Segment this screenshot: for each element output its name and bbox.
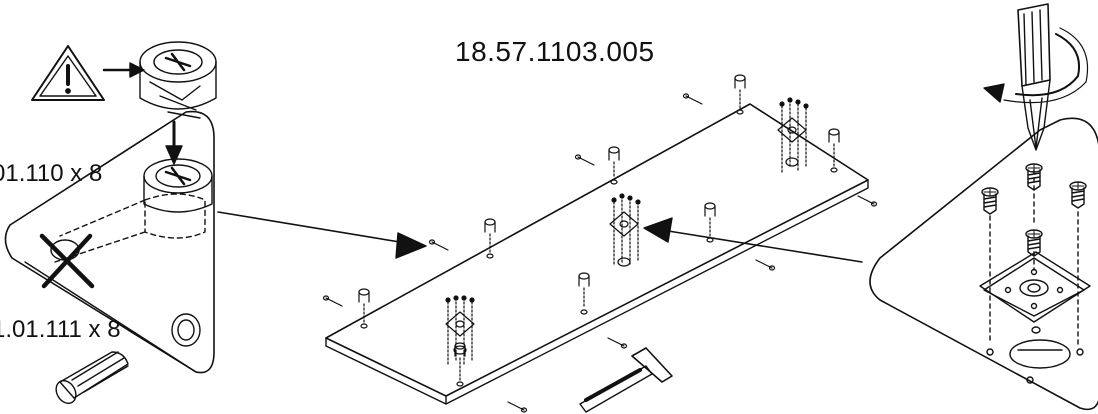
- cam-lock-installed: [144, 159, 212, 212]
- board-hanger-plates: [446, 98, 808, 364]
- left-detail-bubble: [5, 112, 214, 373]
- board-cam-locks: [359, 75, 839, 386]
- part-code-label: 18.57.1103.005: [455, 36, 655, 67]
- insert-arrow-head: [166, 146, 182, 164]
- main-panel: [326, 104, 868, 404]
- screwdriver-icon: [984, 4, 1088, 150]
- warning-triangle-icon: [32, 46, 144, 100]
- hammer-icon: [580, 348, 672, 412]
- cam-lock-quantity-label: 01.110 x 8: [0, 160, 103, 187]
- screws: [982, 164, 1086, 256]
- wood-dowel-part: [52, 352, 128, 407]
- dowel-quantity-label: 1.01.111 x 8: [0, 316, 121, 343]
- edge-dowels: [324, 94, 877, 412]
- detail-arrow-right: [662, 230, 862, 262]
- right-detail-bubble: [870, 118, 1098, 409]
- detail-arrow-left-head: [396, 233, 426, 258]
- detail-arrow-left: [218, 212, 412, 244]
- detail-arrow-right-head: [644, 218, 672, 242]
- cam-lock-part: [140, 42, 216, 118]
